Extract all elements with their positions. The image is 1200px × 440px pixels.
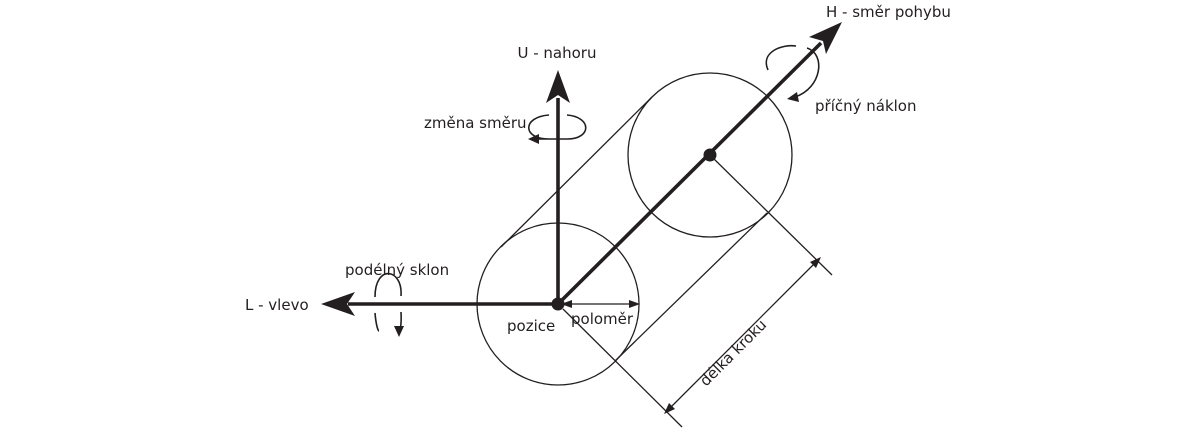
heading-axis-label: H - směr pohybu <box>826 3 951 21</box>
yaw-rotation-arrow <box>528 114 587 144</box>
yaw-label: změna směru <box>424 114 527 132</box>
left-axis-label: L - vlevo <box>245 296 309 314</box>
pitch-label: podélný sklon <box>345 261 449 279</box>
roll-label: příčný náklon <box>815 97 917 115</box>
heading-axis-arrow <box>556 22 842 306</box>
cylinder-lower-tangent <box>614 212 768 362</box>
cylinder-upper-tangent <box>500 96 653 248</box>
position-label: pozice <box>507 317 555 335</box>
end-position-dot <box>703 148 717 162</box>
radius-arrow <box>561 300 640 308</box>
up-axis-arrow <box>546 70 570 304</box>
radius-label: poloměr <box>571 310 634 328</box>
pitch-rotation-arrow <box>374 272 404 337</box>
left-axis-arrow <box>321 292 558 316</box>
position-dot <box>551 297 565 311</box>
up-axis-label: U - nahoru <box>518 44 597 62</box>
step-length-dimension <box>562 156 833 428</box>
step-length-label: délka kroku <box>696 316 770 390</box>
end-circle <box>627 72 793 238</box>
roll-rotation-arrow <box>765 44 820 102</box>
